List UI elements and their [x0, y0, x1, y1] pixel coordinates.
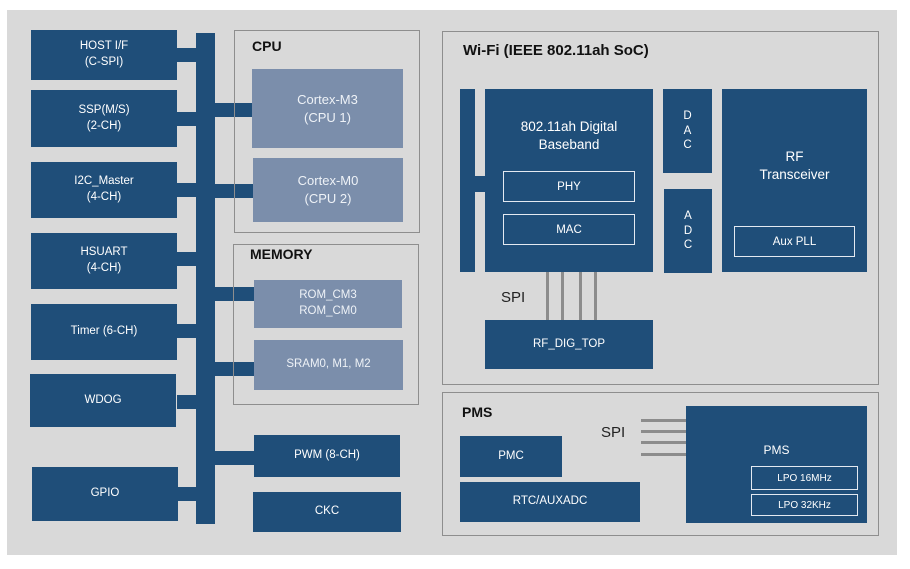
phy-block: PHY: [503, 171, 635, 202]
bus-connector: [177, 112, 197, 126]
cortex-m3-block: Cortex-M3 (CPU 1): [252, 69, 403, 148]
spi-label-pms: SPI: [601, 424, 626, 441]
bus-connector: [177, 252, 197, 266]
dac-block: D A C: [663, 89, 712, 173]
system-bus: [196, 33, 215, 524]
lpo-16mhz-block: LPO 16MHz: [751, 466, 858, 490]
ssp-block: SSP(M/S) (2-CH): [31, 90, 177, 147]
bus-connector: [177, 324, 197, 338]
cpu-group-title: CPU: [252, 38, 282, 54]
wifi-internal-bus: [460, 89, 475, 272]
rf-transceiver-label: RF Transceiver: [759, 149, 830, 182]
pms-block-label: PMS: [763, 443, 790, 457]
pmc-block: PMC: [460, 436, 562, 477]
cortex-m0-block: Cortex-M0 (CPU 2): [253, 158, 403, 222]
rtc-auxadc-block: RTC/AUXADC: [460, 482, 640, 522]
bus-connector: [214, 287, 254, 301]
gpio-block: GPIO: [32, 467, 178, 521]
bus-connector: [177, 395, 197, 409]
spi-line: [641, 453, 687, 456]
pms-group-title: PMS: [462, 404, 493, 420]
i2c-master-block: I2C_Master (4-CH): [31, 162, 177, 218]
wdog-block: WDOG: [30, 374, 176, 427]
spi-line: [641, 419, 687, 422]
sram-block: SRAM0, M1, M2: [254, 340, 403, 390]
spi-line: [641, 441, 687, 444]
hsuart-block: HSUART (4-CH): [31, 233, 177, 289]
bus-connector: [474, 176, 486, 192]
wifi-group-title: Wi-Fi (IEEE 802.11ah SoC): [463, 42, 649, 59]
rf-dig-top-block: RF_DIG_TOP: [485, 320, 653, 369]
spi-label-wifi: SPI: [501, 289, 526, 306]
memory-group-title: MEMORY: [250, 246, 313, 262]
baseband-block: [485, 89, 653, 272]
bus-connector: [177, 487, 197, 501]
spi-line: [561, 272, 564, 321]
spi-line: [546, 272, 549, 321]
bus-connector: [177, 48, 197, 62]
baseband-label: 802.11ah Digital Baseband: [520, 119, 618, 152]
rf-transceiver-block: [722, 89, 867, 272]
spi-line: [641, 430, 687, 433]
mac-block: MAC: [503, 214, 635, 245]
bus-connector: [177, 183, 197, 197]
memory-group: [233, 244, 419, 405]
spi-line: [579, 272, 582, 321]
pwm-block: PWM (8-CH): [254, 435, 400, 477]
cpu-group: [234, 30, 420, 233]
lpo-32khz-block: LPO 32KHz: [751, 494, 858, 516]
ckc-block: CKC: [253, 492, 401, 532]
wifi-group: [442, 31, 879, 385]
adc-block: A D C: [664, 189, 712, 273]
host-if-block: HOST I/F (C-SPI): [31, 30, 177, 80]
bus-connector: [214, 362, 254, 376]
pms-block: [686, 406, 867, 523]
spi-line: [594, 272, 597, 321]
timer-block: Timer (6-CH): [31, 304, 177, 360]
aux-pll-block: Aux PLL: [734, 226, 855, 257]
rom-block: ROM_CM3 ROM_CM0: [254, 280, 402, 328]
bus-connector: [214, 451, 254, 465]
pms-group: [442, 392, 879, 536]
